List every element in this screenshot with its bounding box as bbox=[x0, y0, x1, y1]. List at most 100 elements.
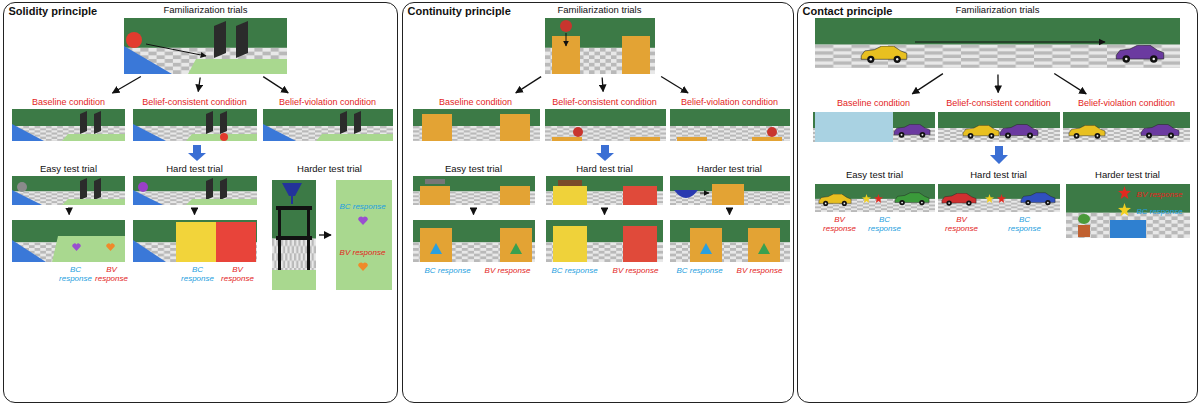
solidity-familiarization-scene-part bbox=[124, 18, 287, 74]
solidity-familiarization-scene-part bbox=[126, 32, 142, 48]
solidity-violation-scene-part bbox=[263, 124, 296, 141]
flow-arrow bbox=[604, 209, 605, 215]
solidity-hard-scene-part bbox=[133, 176, 257, 205]
contact-violation-scene-part bbox=[1141, 125, 1179, 139]
solidity-harder-scene-part bbox=[276, 206, 312, 210]
solidity-familiarization-scene-part bbox=[214, 21, 226, 58]
solidity-familiarization-scene-part bbox=[146, 44, 206, 56]
contact-familiarization-scene bbox=[815, 18, 1180, 68]
solidity-easy-outcome-scene-part bbox=[12, 240, 46, 262]
bv-response-label: BV response bbox=[944, 215, 980, 233]
bv-response-label: BV response bbox=[1137, 190, 1183, 199]
solidity-baseline-scene-part bbox=[12, 109, 125, 141]
scene-node: Belief-violation condition bbox=[669, 95, 792, 143]
contact-hard-scene-part bbox=[942, 193, 976, 206]
contact-easy-scene-part bbox=[815, 184, 935, 212]
contact-consistent-scene-part bbox=[938, 112, 1060, 142]
continuity-easy-outcome-scene-part bbox=[420, 228, 452, 262]
solidity-hard-outcome-scene-part bbox=[216, 222, 256, 262]
solidity-hard-scene-part bbox=[133, 190, 163, 205]
continuity-consistent-scene-part bbox=[630, 137, 660, 141]
principle-panel: Continuity principleFamiliarization tria… bbox=[402, 2, 794, 403]
blue-down-arrow bbox=[188, 145, 206, 161]
trial-heading: Harder test trial bbox=[697, 164, 762, 175]
contact-harder-scene-part bbox=[1118, 203, 1131, 216]
flow-arrow bbox=[263, 77, 288, 93]
continuity-harder-outcome-scene-part bbox=[748, 228, 780, 262]
bv-response-label: BV response bbox=[737, 266, 783, 275]
solidity-hard-outcome-scene-part bbox=[133, 240, 166, 262]
solidity-consistent-scene-part bbox=[133, 124, 166, 141]
solidity-hard-scene-part bbox=[186, 199, 257, 205]
continuity-violation-scene-part bbox=[767, 127, 777, 137]
continuity-easy-outcome-scene-part bbox=[413, 220, 535, 262]
scene-node: BC responseBV response bbox=[544, 218, 666, 278]
solidity-harder-scene-part bbox=[307, 206, 310, 270]
bc-response-label: BC response bbox=[1136, 207, 1182, 216]
solidity-harder-outcome-scene bbox=[336, 180, 392, 290]
flow-arrow bbox=[112, 77, 140, 93]
solidity-consistent-scene bbox=[133, 109, 257, 141]
scene-node: BC responseBV response bbox=[411, 218, 537, 278]
principle-panel: Contact principleFamiliarization trialsB… bbox=[797, 2, 1198, 403]
scene-node: Familiarization trials bbox=[120, 3, 292, 76]
continuity-harder-outcome-scene bbox=[670, 220, 790, 262]
solidity-harder-scene-part bbox=[278, 206, 281, 270]
continuity-baseline-scene-part bbox=[413, 109, 540, 141]
trial-heading: Hard test trial bbox=[970, 170, 1027, 181]
bv-response-label: BV response bbox=[613, 266, 659, 275]
continuity-baseline-scene bbox=[413, 109, 540, 141]
bc-response-label: BC response bbox=[676, 266, 722, 275]
continuity-easy-outcome-scene-part bbox=[500, 228, 532, 262]
trial-heading: Easy test trial bbox=[445, 164, 502, 175]
continuity-harder-outcome-scene-part bbox=[670, 220, 790, 262]
contact-familiarization-scene-part bbox=[815, 18, 1180, 68]
condition-label: Baseline condition bbox=[837, 98, 910, 108]
trial-heading: Familiarization trials bbox=[164, 5, 248, 16]
scene-node: BC responseBV response bbox=[10, 218, 131, 288]
solidity-familiarization-scene bbox=[124, 18, 287, 74]
trial-heading: Harder test trial bbox=[297, 164, 362, 175]
solidity-violation-scene-part bbox=[354, 111, 361, 134]
contact-violation-scene bbox=[1063, 112, 1190, 142]
continuity-easy-outcome-scene bbox=[413, 220, 535, 262]
flow-arrow bbox=[912, 74, 943, 94]
contact-baseline-scene-part bbox=[894, 124, 930, 137]
continuity-familiarization-scene-part bbox=[622, 36, 650, 74]
bv-response-label: BV response bbox=[822, 215, 858, 233]
trial-heading: Familiarization trials bbox=[956, 5, 1040, 16]
contact-hard-scene-part bbox=[1021, 193, 1055, 206]
solidity-harder-scene-part bbox=[272, 270, 316, 290]
contact-harder-scene-part bbox=[1110, 220, 1146, 238]
continuity-easy-scene-part bbox=[413, 176, 535, 205]
continuity-familiarization-scene-part bbox=[560, 20, 572, 32]
continuity-familiarization-scene-part bbox=[566, 33, 567, 46]
solidity-harder-scene bbox=[272, 180, 331, 290]
solidity-easy-outcome-scene-part bbox=[106, 243, 114, 251]
solidity-harder-outcome-scene-part bbox=[358, 263, 367, 271]
bc-response-label: BC response bbox=[59, 265, 93, 283]
condition-label: Belief-violation condition bbox=[279, 97, 376, 107]
continuity-hard-outcome-scene-part bbox=[546, 220, 663, 262]
continuity-harder-scene-part bbox=[712, 184, 744, 205]
contact-consistent-scene-part bbox=[1000, 125, 1038, 139]
flow-arrow bbox=[661, 77, 688, 93]
continuity-consistent-scene-part bbox=[545, 109, 666, 141]
contact-easy-scene-part bbox=[862, 194, 871, 203]
solidity-harder-scene-part bbox=[282, 183, 302, 196]
contact-hard-scene-part bbox=[938, 184, 1060, 212]
continuity-hard-outcome-scene bbox=[546, 220, 663, 262]
solidity-harder-outcome-scene-part bbox=[336, 180, 392, 290]
solidity-easy-scene-part bbox=[80, 178, 87, 200]
scene-node: Harder test trial bbox=[668, 162, 792, 207]
solidity-consistent-scene-part bbox=[220, 133, 228, 141]
solidity-violation-scene bbox=[263, 109, 393, 141]
continuity-familiarization-scene bbox=[545, 18, 655, 74]
contact-consistent-scene bbox=[938, 112, 1060, 142]
condition-label: Belief-consistent condition bbox=[552, 97, 657, 107]
condition-label: Baseline condition bbox=[439, 97, 512, 107]
bv-response-label: BV response bbox=[485, 266, 531, 275]
scene-node: Belief-violation condition bbox=[1062, 96, 1192, 144]
